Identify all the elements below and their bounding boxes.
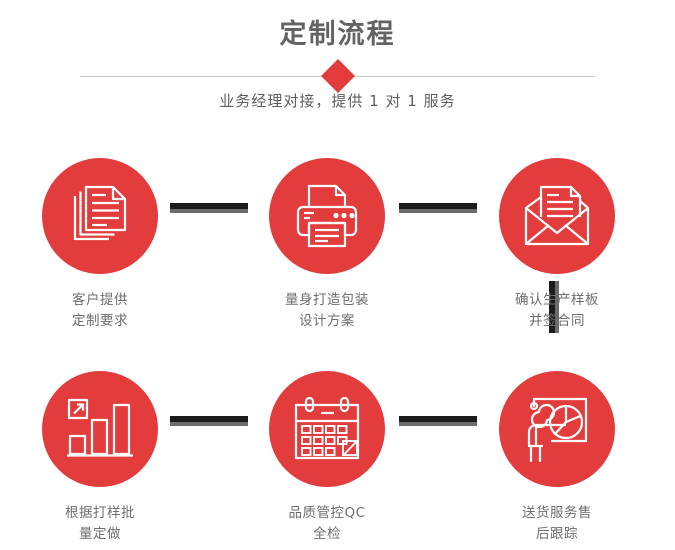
step-5-icon-circle[interactable]	[269, 371, 385, 487]
step-3-label: 确认生产样板 并签合同	[515, 292, 599, 329]
step-2-label: 量身打造包装 设计方案	[285, 292, 369, 329]
flow-step-6[interactable]: 送货服务售 后跟踪	[477, 371, 637, 545]
step-4-label: 根据打样批 量定做	[65, 505, 135, 542]
bar-chart-growth-icon	[67, 398, 133, 457]
connector-bar	[399, 203, 477, 209]
step-3-icon-circle[interactable]	[499, 158, 615, 274]
flow-step-5[interactable]: 品质管控QC 全检	[247, 371, 407, 545]
connector-step4-step5	[170, 416, 248, 426]
step-6-label: 送货服务售 后跟踪	[522, 505, 592, 542]
connector-bar	[170, 203, 248, 209]
connector-step3-step6	[549, 281, 559, 333]
connector-shadow	[399, 209, 477, 213]
connector-bar	[549, 281, 555, 333]
step-4-icon-circle[interactable]	[42, 371, 158, 487]
connector-bar	[170, 416, 248, 422]
flow-step-2[interactable]: 量身打造包装 设计方案	[247, 158, 407, 332]
page-header: 定制流程 业务经理对接，提供 1 对 1 服务	[0, 0, 675, 125]
flow-step-4[interactable]: 根据打样批 量定做	[20, 371, 180, 545]
diamond-icon	[321, 59, 355, 93]
page-title: 定制流程	[279, 19, 396, 50]
step-6-icon-circle[interactable]	[499, 371, 615, 487]
step-5-label: 品质管控QC 全检	[288, 505, 366, 542]
flow-step-3[interactable]: 确认生产样板 并签合同	[477, 158, 637, 332]
presentation-pie-icon	[527, 397, 588, 463]
documents-stack-icon	[73, 185, 127, 241]
flow-step-1[interactable]: 客户提供 定制要求	[20, 158, 180, 332]
calendar-check-icon	[294, 397, 360, 460]
process-flow-diagram: 客户提供 定制要求	[0, 125, 675, 550]
page-subtitle: 业务经理对接，提供 1 对 1 服务	[219, 92, 456, 110]
connector-shadow	[170, 422, 248, 426]
connector-shadow	[170, 209, 248, 213]
envelope-document-icon	[524, 185, 590, 246]
step-1-label: 客户提供 定制要求	[72, 292, 128, 329]
connector-step5-step6	[399, 416, 477, 426]
connector-step2-step3	[399, 203, 477, 213]
connector-shadow	[555, 281, 559, 333]
connector-shadow	[399, 422, 477, 426]
connector-bar	[399, 416, 477, 422]
step-1-icon-circle[interactable]	[42, 158, 158, 274]
title-divider	[0, 59, 675, 93]
connector-step1-step2	[170, 203, 248, 213]
step-2-icon-circle[interactable]	[269, 158, 385, 274]
printer-icon	[296, 184, 358, 248]
